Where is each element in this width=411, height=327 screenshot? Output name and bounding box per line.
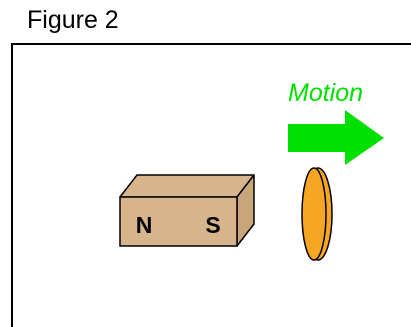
south-pole-label: S (205, 212, 220, 238)
figure-title: Figure 2 (27, 6, 119, 34)
magnet-front-face (119, 196, 238, 247)
north-pole-label: N (136, 212, 153, 238)
bar-magnet: N S (119, 174, 255, 247)
coil-front-face (301, 167, 327, 261)
figure-frame (11, 43, 411, 327)
motion-label: Motion (288, 79, 363, 107)
magnet-top-face (119, 174, 255, 198)
right-arrow-icon (288, 110, 384, 165)
coil-ring (301, 167, 333, 261)
